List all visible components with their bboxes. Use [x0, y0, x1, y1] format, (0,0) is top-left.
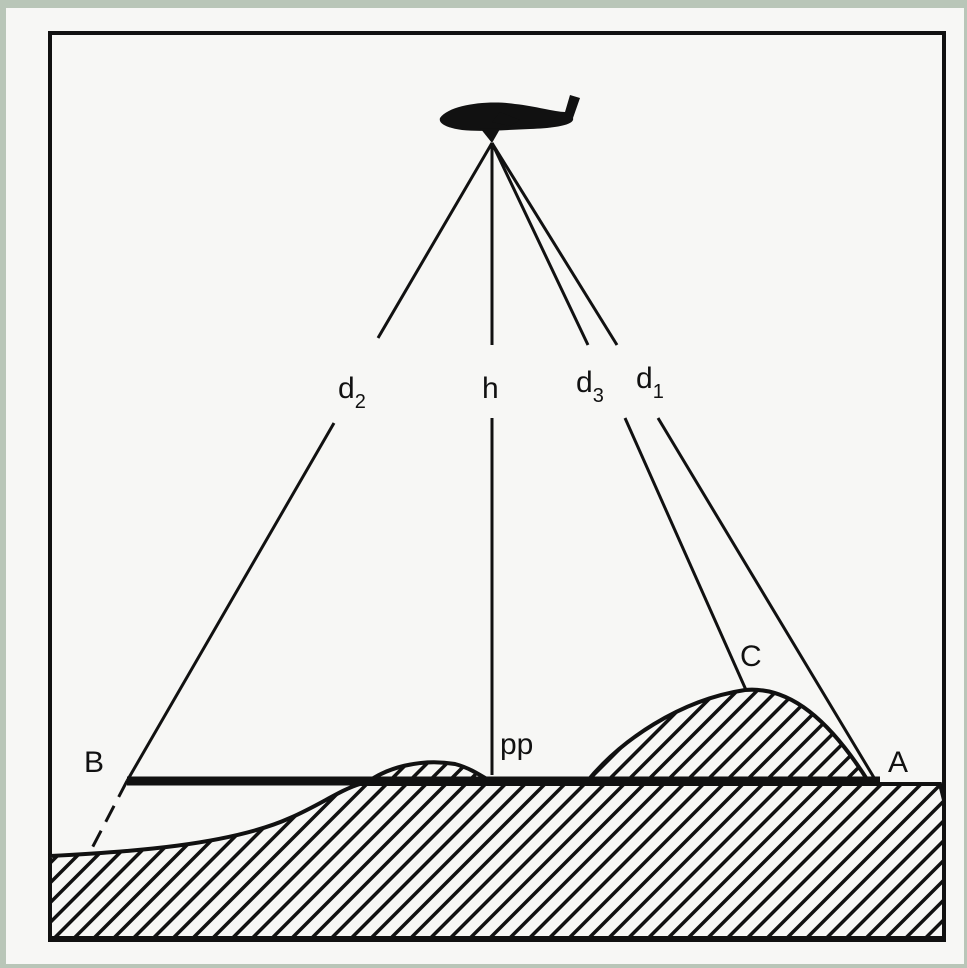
label-d2-subscript: 2 — [355, 391, 366, 413]
label-d2: d2 — [338, 372, 366, 413]
label-point-c: C — [740, 640, 762, 673]
label-principal-point: pp — [500, 728, 533, 761]
label-d3-subscript: 3 — [593, 385, 604, 407]
ray-d2-extension-dashed — [88, 780, 129, 853]
ray-d3-lower — [623, 417, 748, 691]
label-d3: d3 — [576, 366, 604, 407]
ray-d2-upper — [376, 142, 494, 339]
ray-d1-lower — [656, 417, 878, 782]
ray-d3-upper — [490, 142, 590, 346]
airplane-icon — [439, 95, 580, 143]
label-h: h — [482, 372, 499, 405]
label-d1-subscript: 1 — [653, 381, 664, 403]
ray-d2-lower — [125, 422, 336, 782]
label-d1: d1 — [636, 362, 664, 403]
label-point-b: B — [84, 746, 104, 779]
label-point-a: A — [888, 746, 908, 779]
ray-d1-upper — [490, 142, 619, 346]
